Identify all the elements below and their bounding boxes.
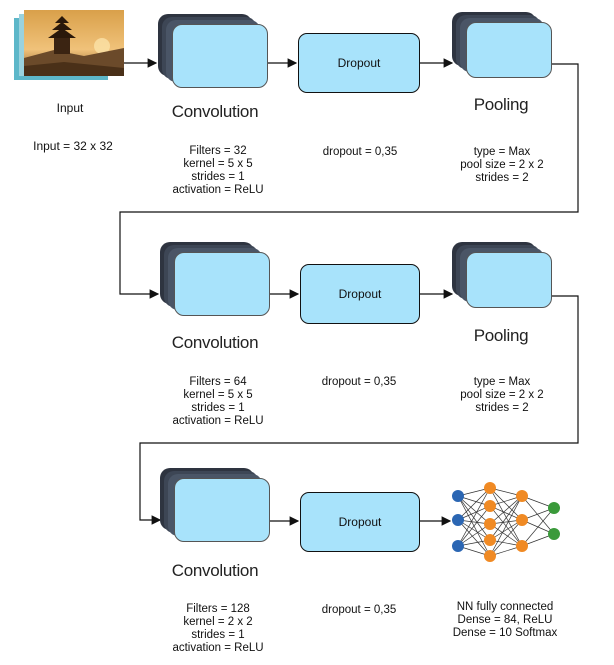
dropout3-param: dropout = 0,35 bbox=[321, 604, 397, 616]
dropout1-label: Dropout bbox=[337, 56, 381, 70]
nn-node bbox=[548, 528, 560, 540]
conv1-activation: activation = ReLU bbox=[172, 184, 264, 196]
dropout3-box: Dropout bbox=[300, 492, 420, 552]
nn-edge bbox=[457, 505, 491, 547]
dropout1-box: Dropout bbox=[298, 33, 420, 93]
pool1-strides: strides = 2 bbox=[475, 172, 529, 184]
nn-edge bbox=[457, 519, 491, 557]
pool1-params: type = Max pool size = 2 x 2 strides = 2 bbox=[445, 146, 559, 185]
nn-edge bbox=[457, 523, 491, 547]
conv3-filters: Filters = 128 bbox=[186, 603, 250, 615]
conv3-params: Filters = 128 kernel = 2 x 2 strides = 1… bbox=[158, 603, 278, 655]
nn-edge bbox=[521, 507, 555, 547]
conv2-stack-icon bbox=[160, 242, 270, 322]
dense-title: NN fully connected bbox=[456, 601, 554, 613]
nn-node bbox=[484, 500, 496, 512]
conv1-strides: strides = 1 bbox=[191, 171, 245, 183]
neural-network-icon bbox=[452, 482, 560, 562]
pool2-type: type = Max bbox=[473, 376, 531, 388]
nn-edge bbox=[489, 523, 523, 547]
conv3-strides: strides = 1 bbox=[191, 629, 245, 641]
dense-layer-1: Dense = 84, ReLU bbox=[457, 614, 553, 626]
pool2-title: Pooling bbox=[473, 326, 529, 345]
pool1-size: pool size = 2 x 2 bbox=[460, 159, 544, 171]
nn-edge bbox=[489, 487, 523, 547]
conv1-params: Filters = 32 kernel = 5 x 5 strides = 1 … bbox=[158, 145, 278, 197]
nn-edge bbox=[489, 495, 523, 525]
nn-node bbox=[516, 514, 528, 526]
nn-node bbox=[452, 490, 464, 502]
pool2-size: pool size = 2 x 2 bbox=[460, 389, 544, 401]
nn-edge bbox=[489, 495, 523, 557]
nn-node bbox=[516, 540, 528, 552]
conv2-title: Convolution bbox=[171, 333, 259, 352]
conv2-activation: activation = ReLU bbox=[172, 415, 264, 427]
conv3-title: Convolution bbox=[171, 561, 259, 580]
conv2-filters: Filters = 64 bbox=[189, 376, 247, 388]
nn-node bbox=[484, 534, 496, 546]
conv3-stack-icon bbox=[160, 468, 270, 548]
pagoda-landscape-icon bbox=[24, 10, 124, 76]
dropout1-param: dropout = 0,35 bbox=[322, 146, 398, 158]
pool1-title: Pooling bbox=[473, 95, 529, 114]
nn-edge bbox=[457, 495, 491, 541]
nn-node bbox=[548, 502, 560, 514]
dropout2-box: Dropout bbox=[300, 264, 420, 324]
conv2-kernel: kernel = 5 x 5 bbox=[183, 389, 253, 401]
pool2-stack-icon bbox=[452, 242, 552, 312]
conv3-kernel: kernel = 2 x 2 bbox=[183, 616, 253, 628]
nn-edge bbox=[521, 495, 555, 535]
input-label: Input bbox=[56, 101, 84, 115]
pool2-strides: strides = 2 bbox=[475, 402, 529, 414]
nn-edge bbox=[489, 519, 523, 557]
conv1-stack-icon bbox=[158, 14, 268, 94]
pool1-type: type = Max bbox=[473, 146, 531, 158]
nn-edge bbox=[489, 487, 523, 521]
dropout3-label: Dropout bbox=[338, 515, 382, 529]
nn-node bbox=[484, 518, 496, 530]
conv1-kernel: kernel = 5 x 5 bbox=[183, 158, 253, 170]
nn-edge bbox=[457, 495, 491, 525]
nn-node bbox=[452, 514, 464, 526]
nn-edge bbox=[457, 519, 491, 541]
nn-edge bbox=[489, 495, 523, 541]
nn-edge bbox=[457, 487, 491, 521]
pool1-stack-icon bbox=[452, 12, 552, 82]
dropout2-param: dropout = 0,35 bbox=[321, 376, 397, 388]
nn-node bbox=[484, 550, 496, 562]
input-image bbox=[14, 10, 126, 84]
arrow-pool1-to-conv2 bbox=[119, 63, 579, 299]
input-size-text: Input = 32 x 32 bbox=[33, 139, 113, 153]
dense-params: NN fully connected Dense = 84, ReLU Dens… bbox=[440, 601, 570, 640]
conv3-activation: activation = ReLU bbox=[172, 642, 264, 654]
nn-node bbox=[452, 540, 464, 552]
conv2-strides: strides = 1 bbox=[191, 402, 245, 414]
pool2-params: type = Max pool size = 2 x 2 strides = 2 bbox=[445, 376, 559, 415]
nn-edge bbox=[489, 519, 523, 541]
conv2-params: Filters = 64 kernel = 5 x 5 strides = 1 … bbox=[158, 376, 278, 428]
conv1-filters: Filters = 32 bbox=[189, 145, 247, 157]
conv1-title: Convolution bbox=[171, 102, 259, 121]
dropout2-label: Dropout bbox=[338, 287, 382, 301]
dense-layer-2: Dense = 10 Softmax bbox=[452, 627, 558, 639]
arrow-pool2-to-conv3 bbox=[139, 295, 579, 525]
nn-edge bbox=[457, 487, 491, 547]
nn-node bbox=[484, 482, 496, 494]
nn-node bbox=[516, 490, 528, 502]
